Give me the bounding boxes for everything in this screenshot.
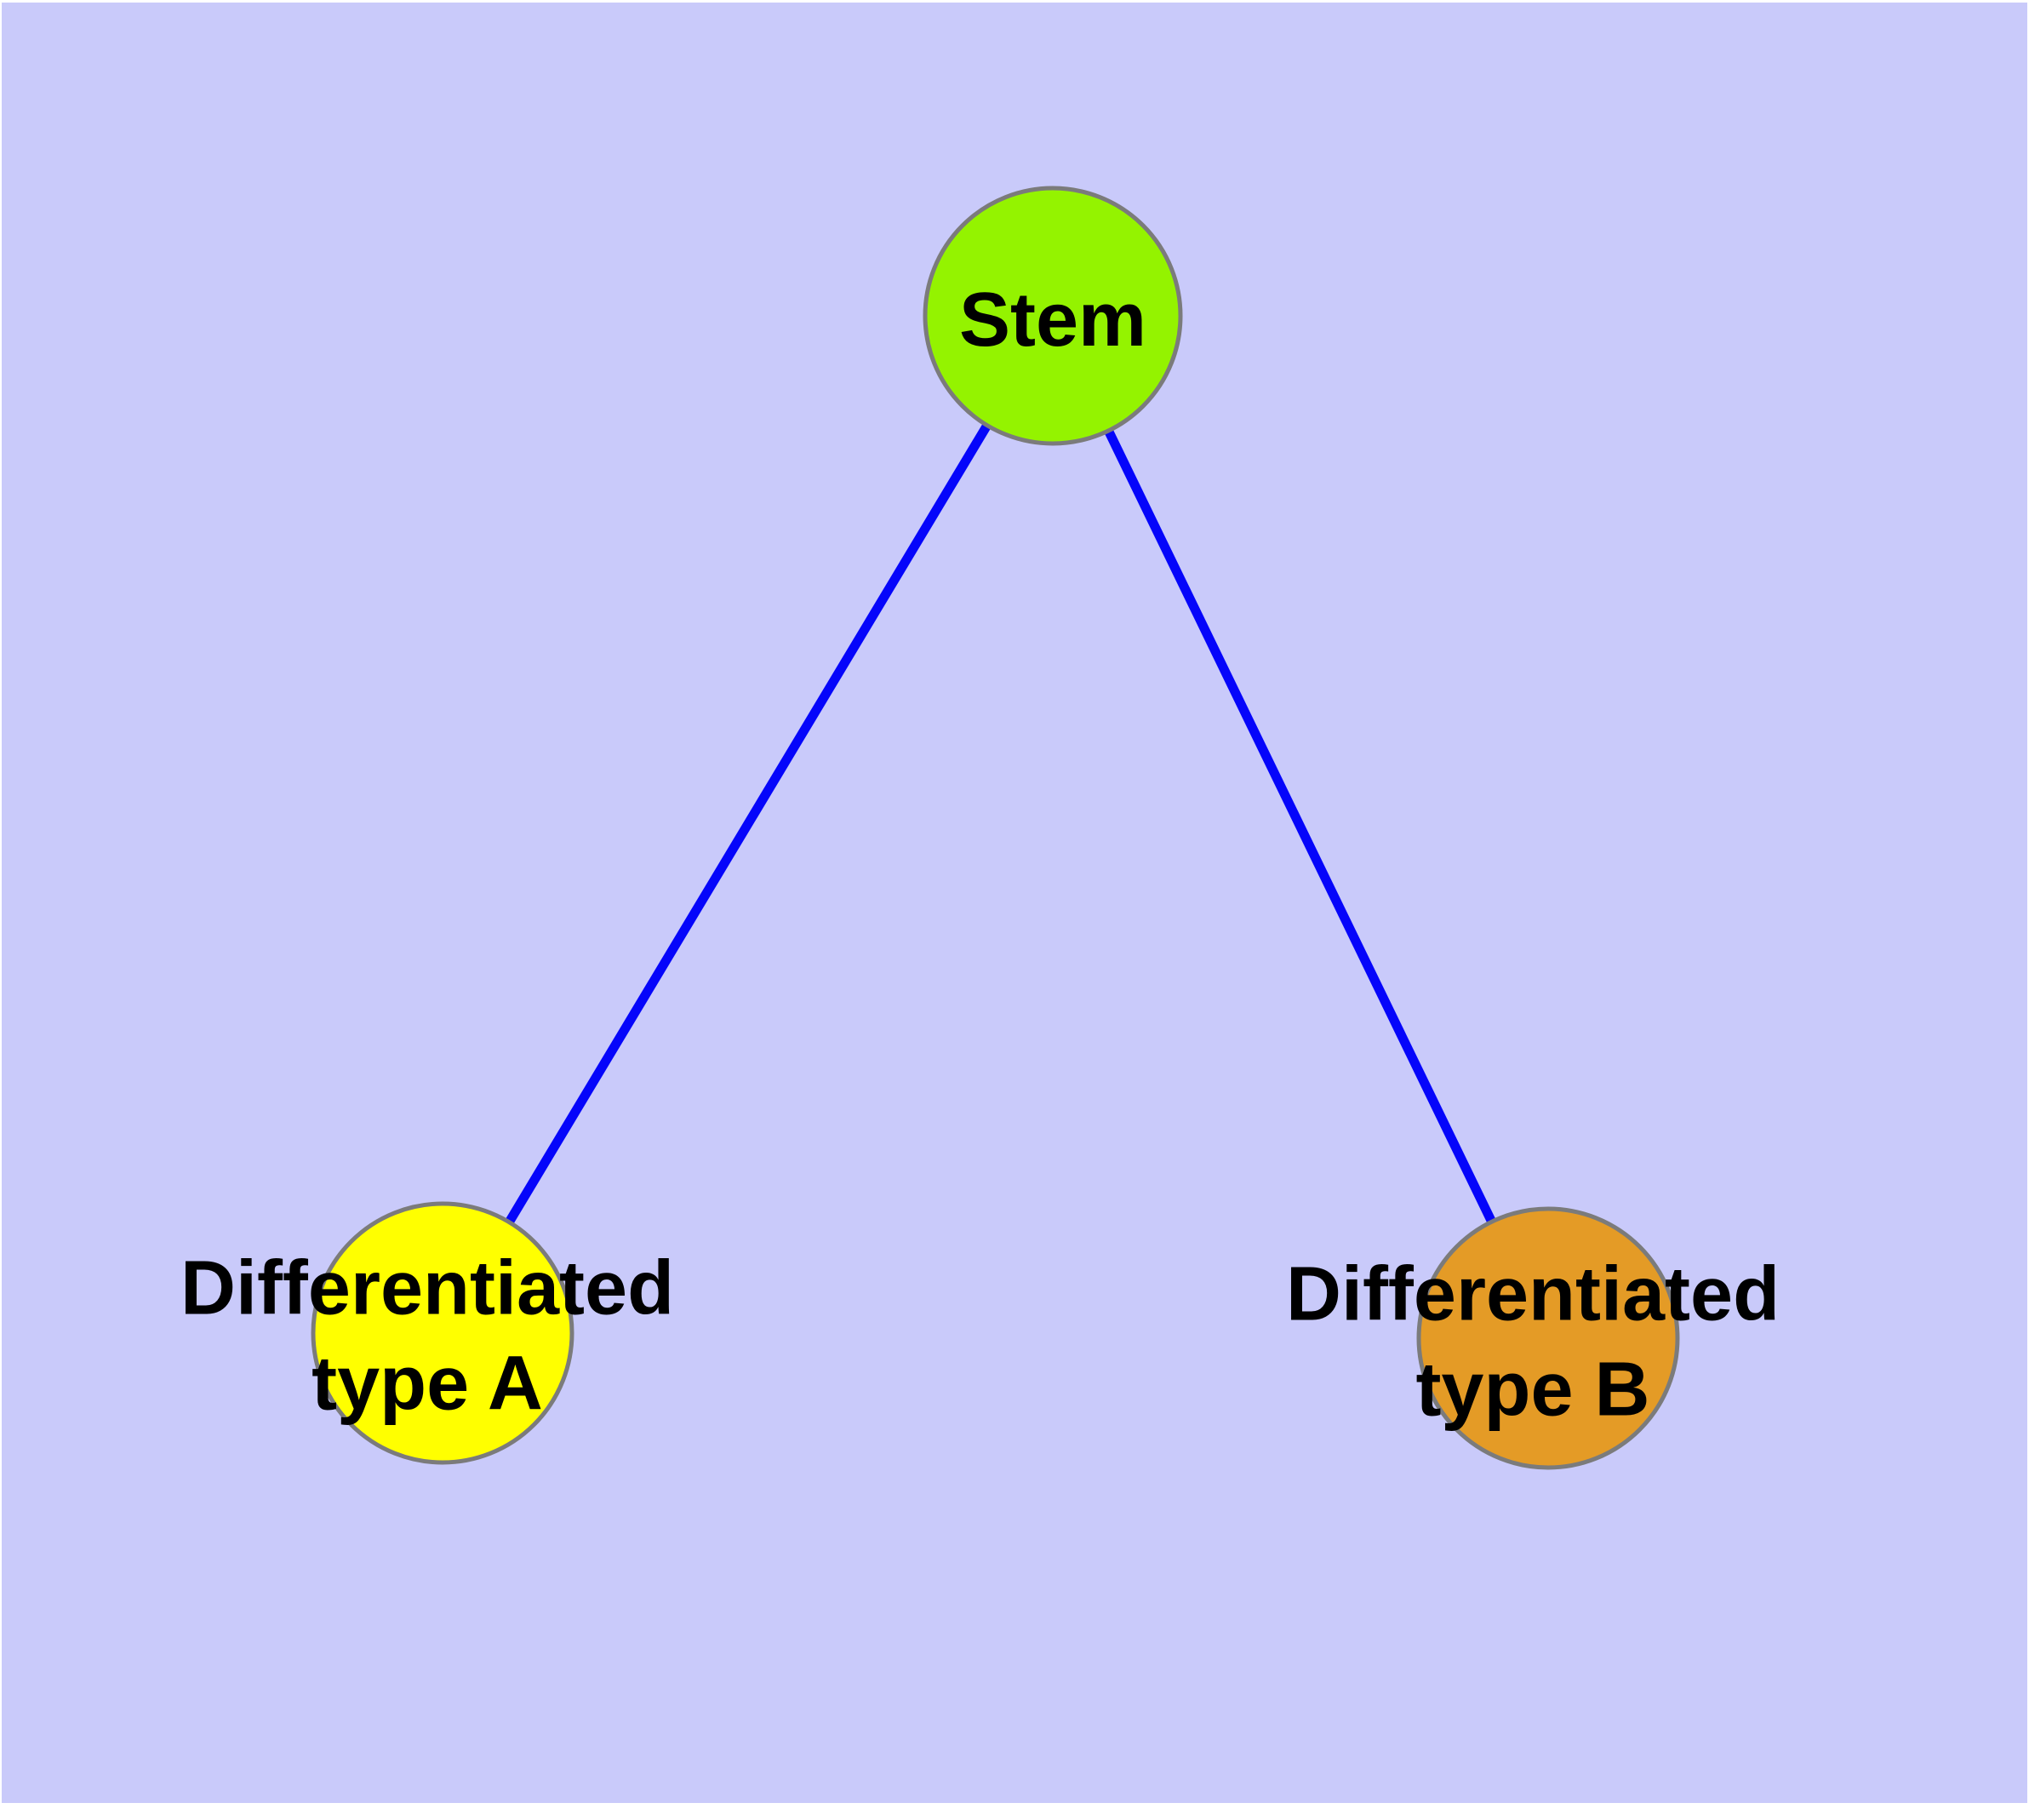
node-type-b-circle: [1416, 1206, 1680, 1470]
node-type-a-circle: [311, 1201, 574, 1465]
edge-stem-to-type-a: [438, 313, 1057, 1336]
node-stem-circle: [923, 186, 1183, 446]
edge-stem-to-type-b: [1049, 313, 1552, 1341]
